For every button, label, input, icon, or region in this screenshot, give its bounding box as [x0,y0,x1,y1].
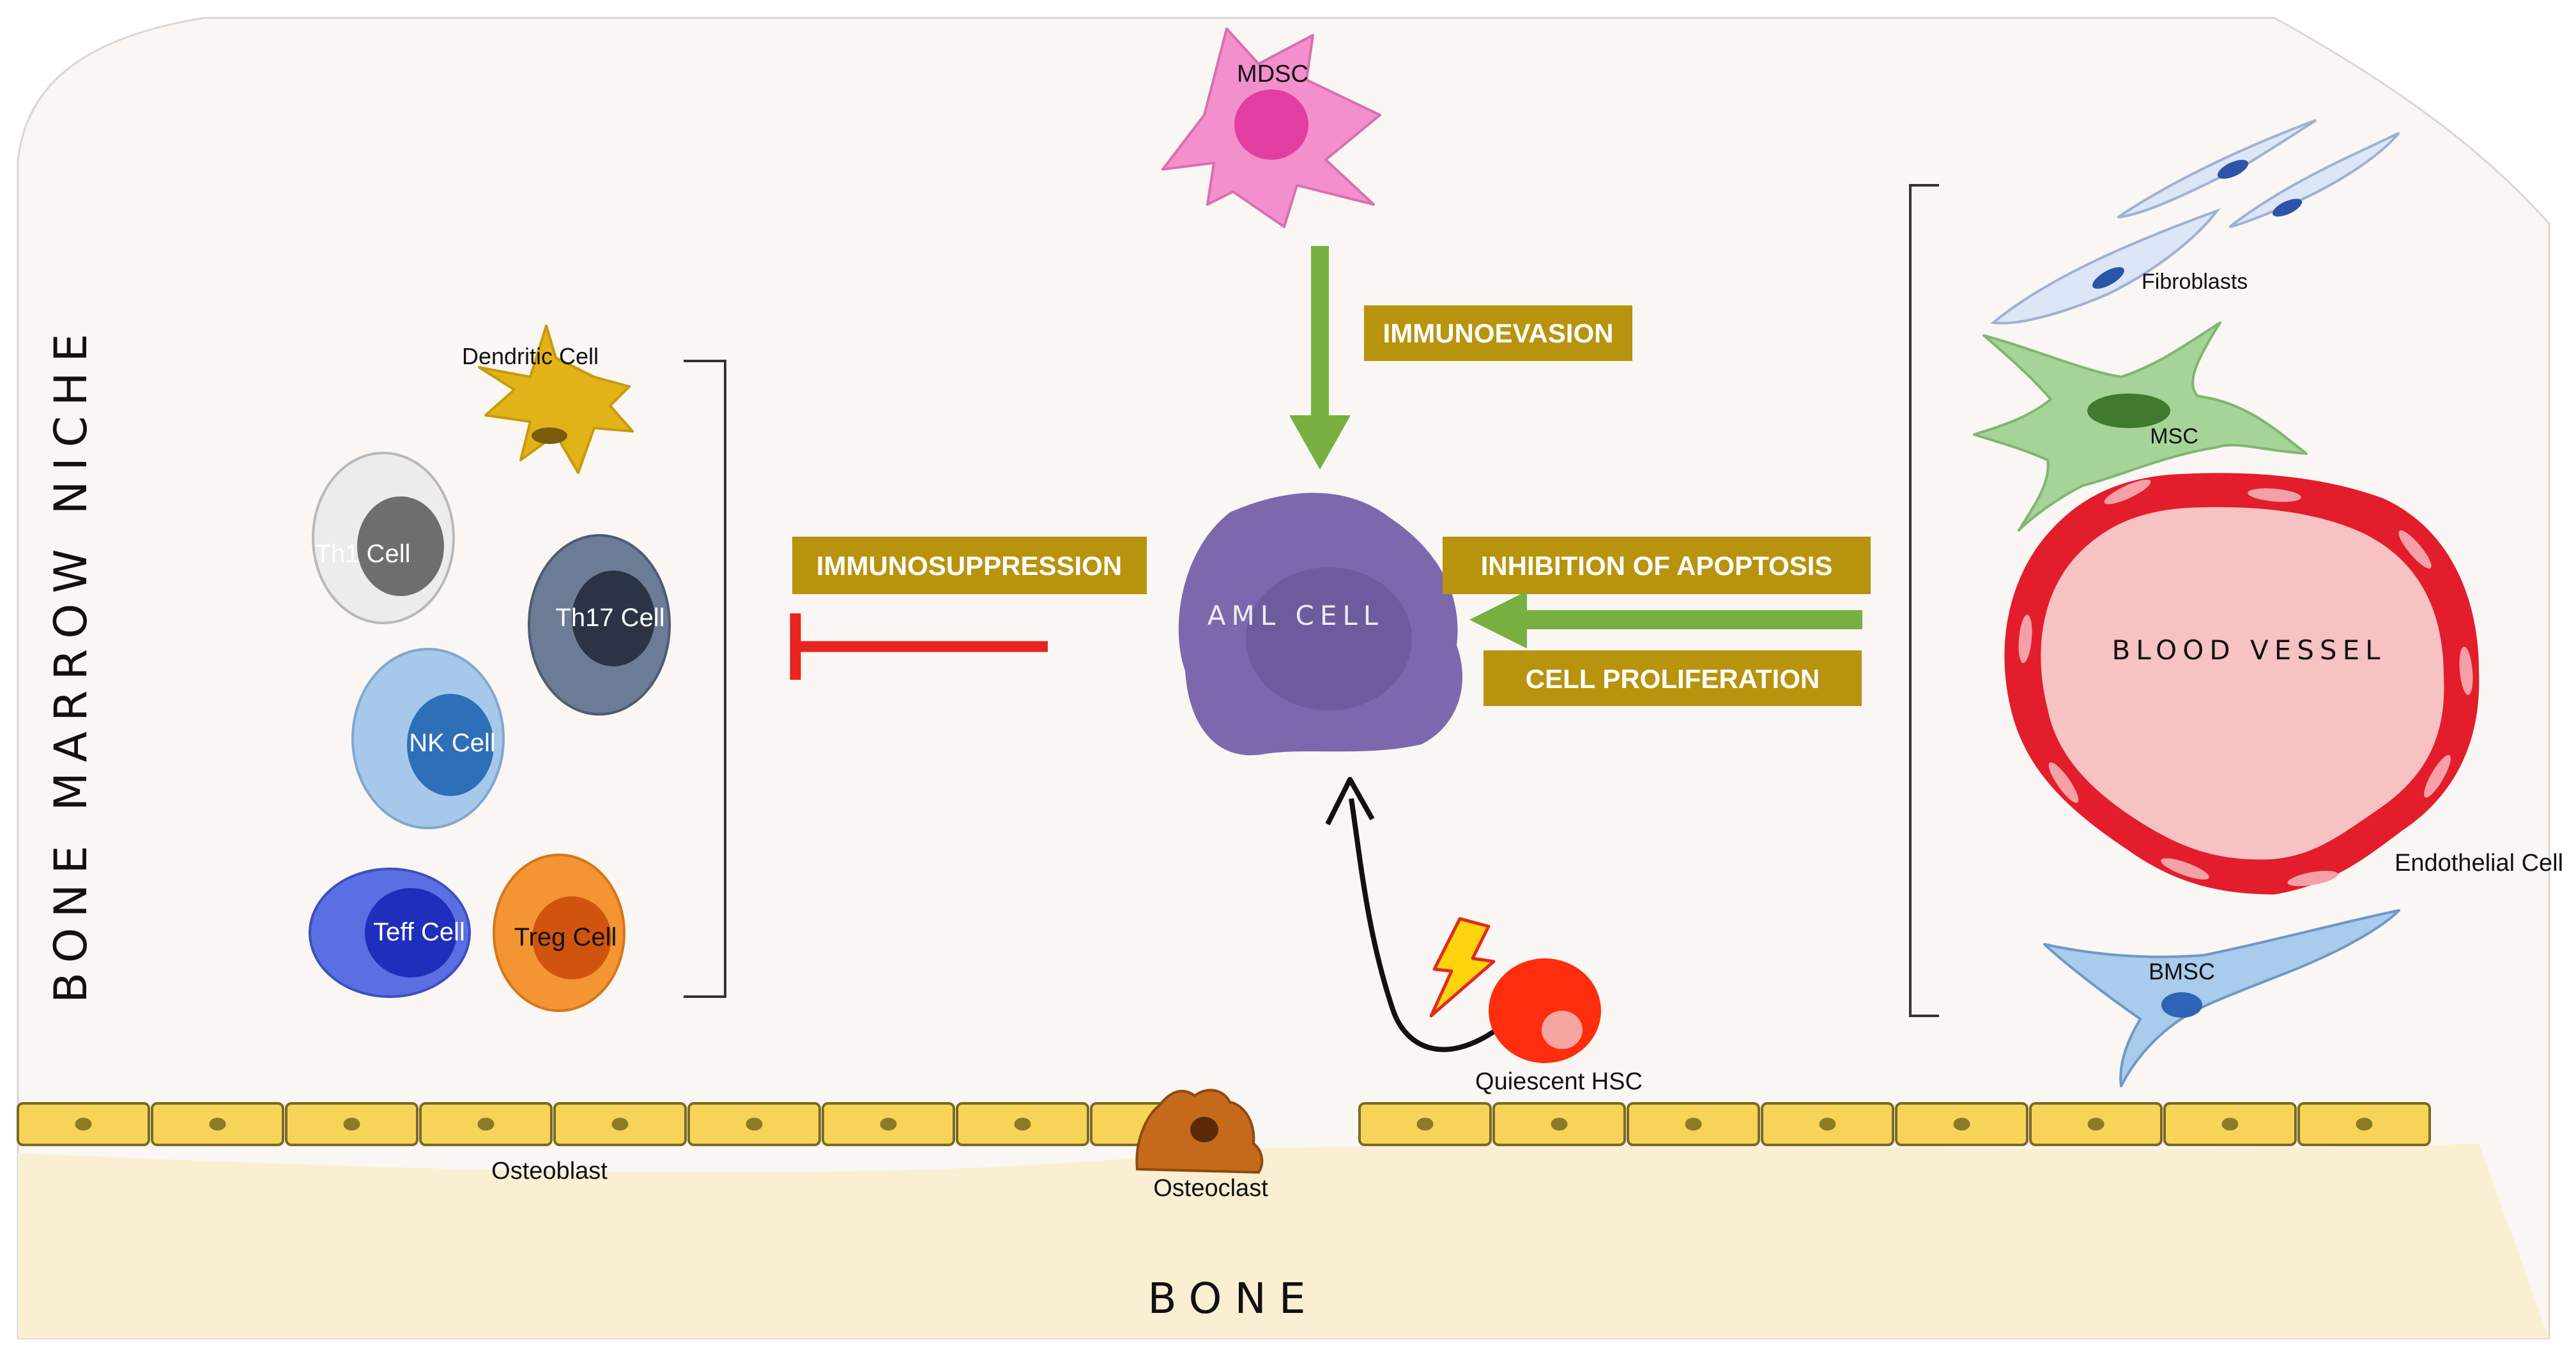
treg-cell [493,854,625,1012]
osteoblast-cell [2297,1102,2431,1146]
lightning-icon [1429,917,1496,1018]
mdsc-label: MDSC [1237,61,1308,88]
inhibition-of-apoptosis-box [1443,537,1871,594]
immunoevasion-arrow [1289,246,1351,470]
osteoblast-cell [151,1102,284,1146]
osteoclast-label: Osteoclast [1153,1175,1268,1202]
bone-marrow-niche-title: BONE MARROW NICHE [45,323,97,1003]
osteoblast-cell [1627,1102,1760,1146]
osteoblast-cell [1492,1102,1626,1146]
osteoclast [1135,1089,1264,1174]
osteoblast-label: Osteoblast [491,1158,608,1184]
quiescent-hsc [1489,958,1601,1063]
aml-cell-label: AML CELL [1208,600,1384,631]
immunosuppression-box [792,537,1147,594]
immunoevasion-box [1364,305,1632,361]
treg-cell-label: Treg Cell [514,923,617,951]
bmsc-label: BMSC [2149,958,2215,985]
osteoblast-cell [419,1102,553,1146]
dendritic-cell [478,325,634,474]
bmsc-cell [2043,909,2400,1087]
blood-vessel [2004,473,2480,894]
cell-proliferation-label: CELL PROLIFERATION [1526,664,1820,694]
osteoblast-cell [285,1102,418,1146]
immunosuppression-label: IMMUNOSUPPRESSION [816,551,1122,581]
th17-cell-label: Th17 Cell [555,604,664,632]
teff-cell-label: Teff Cell [373,918,465,946]
osteoblast-cell [687,1102,821,1146]
osteoblast-cell [1358,1102,1492,1146]
immune-cells-bracket [684,360,726,998]
nk-cell [351,648,505,829]
inhibition-arrow [790,613,1048,680]
th17-cell [528,534,671,716]
blood-vessel-label: BLOOD VESSEL [2112,634,2386,666]
th1-cell [312,452,455,624]
osteoblast-cell [956,1102,1089,1146]
bone-label: BONE [1147,1274,1318,1323]
aml-cell [1178,493,1462,756]
msc-cell [1973,321,2308,532]
osteoblast-cell [2163,1102,2297,1146]
fibroblasts-label: Fibroblasts [2142,270,2248,294]
stromal-cells-bracket [1909,184,1939,1017]
osteoblast-cell [553,1102,687,1146]
osteoblast-cell [2029,1102,2163,1146]
th1-cell-label: Th1 Cell [316,540,411,568]
dendritic-cell-label: Dendritic Cell [462,343,599,369]
quiescent-hsc-label: Quiescent HSC [1475,1068,1643,1095]
bone-region [18,1144,2549,1338]
cell-proliferation-box [1483,650,1862,706]
osteoblast-cell [1895,1102,2028,1146]
fibroblasts [1990,119,2400,325]
osteoblast-cell [1761,1102,1894,1146]
osteoblast-cell [822,1102,955,1146]
immunoevasion-label: IMMUNOEVASION [1383,318,1614,348]
msc-label: MSC [2150,424,2198,448]
osteoblast-layer [17,1102,2431,1146]
proliferation-arrow [1469,591,1862,648]
mdsc-cell [1162,27,1381,228]
teff-cell [309,868,471,998]
hsc-activation-arrow [1325,777,1500,1052]
osteoblast-cell [17,1102,150,1146]
endothelial-cell-label: Endothelial Cell [2395,850,2563,877]
inhibition-of-apoptosis-label: INHIBITION OF APOPTOSIS [1481,551,1833,581]
nk-cell-label: NK Cell [409,729,496,757]
